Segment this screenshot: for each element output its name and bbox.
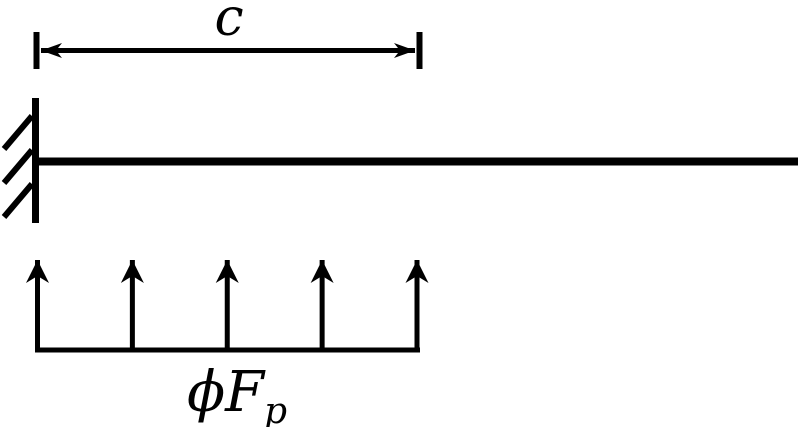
distributed-load: ϕFp bbox=[26, 260, 429, 427]
load-label-main: ϕF bbox=[187, 360, 266, 425]
dimension-annotation: c bbox=[33, 0, 423, 69]
support-hatch-3 bbox=[1, 182, 35, 219]
load-label: ϕFp bbox=[187, 360, 287, 427]
load-label-subscript: p bbox=[264, 391, 287, 427]
support-hatch-1 bbox=[1, 114, 35, 151]
dimension-label: c bbox=[214, 0, 243, 48]
support-hatch-2 bbox=[1, 148, 35, 185]
fixed-support bbox=[1, 98, 39, 223]
load-arrows bbox=[26, 260, 429, 349]
